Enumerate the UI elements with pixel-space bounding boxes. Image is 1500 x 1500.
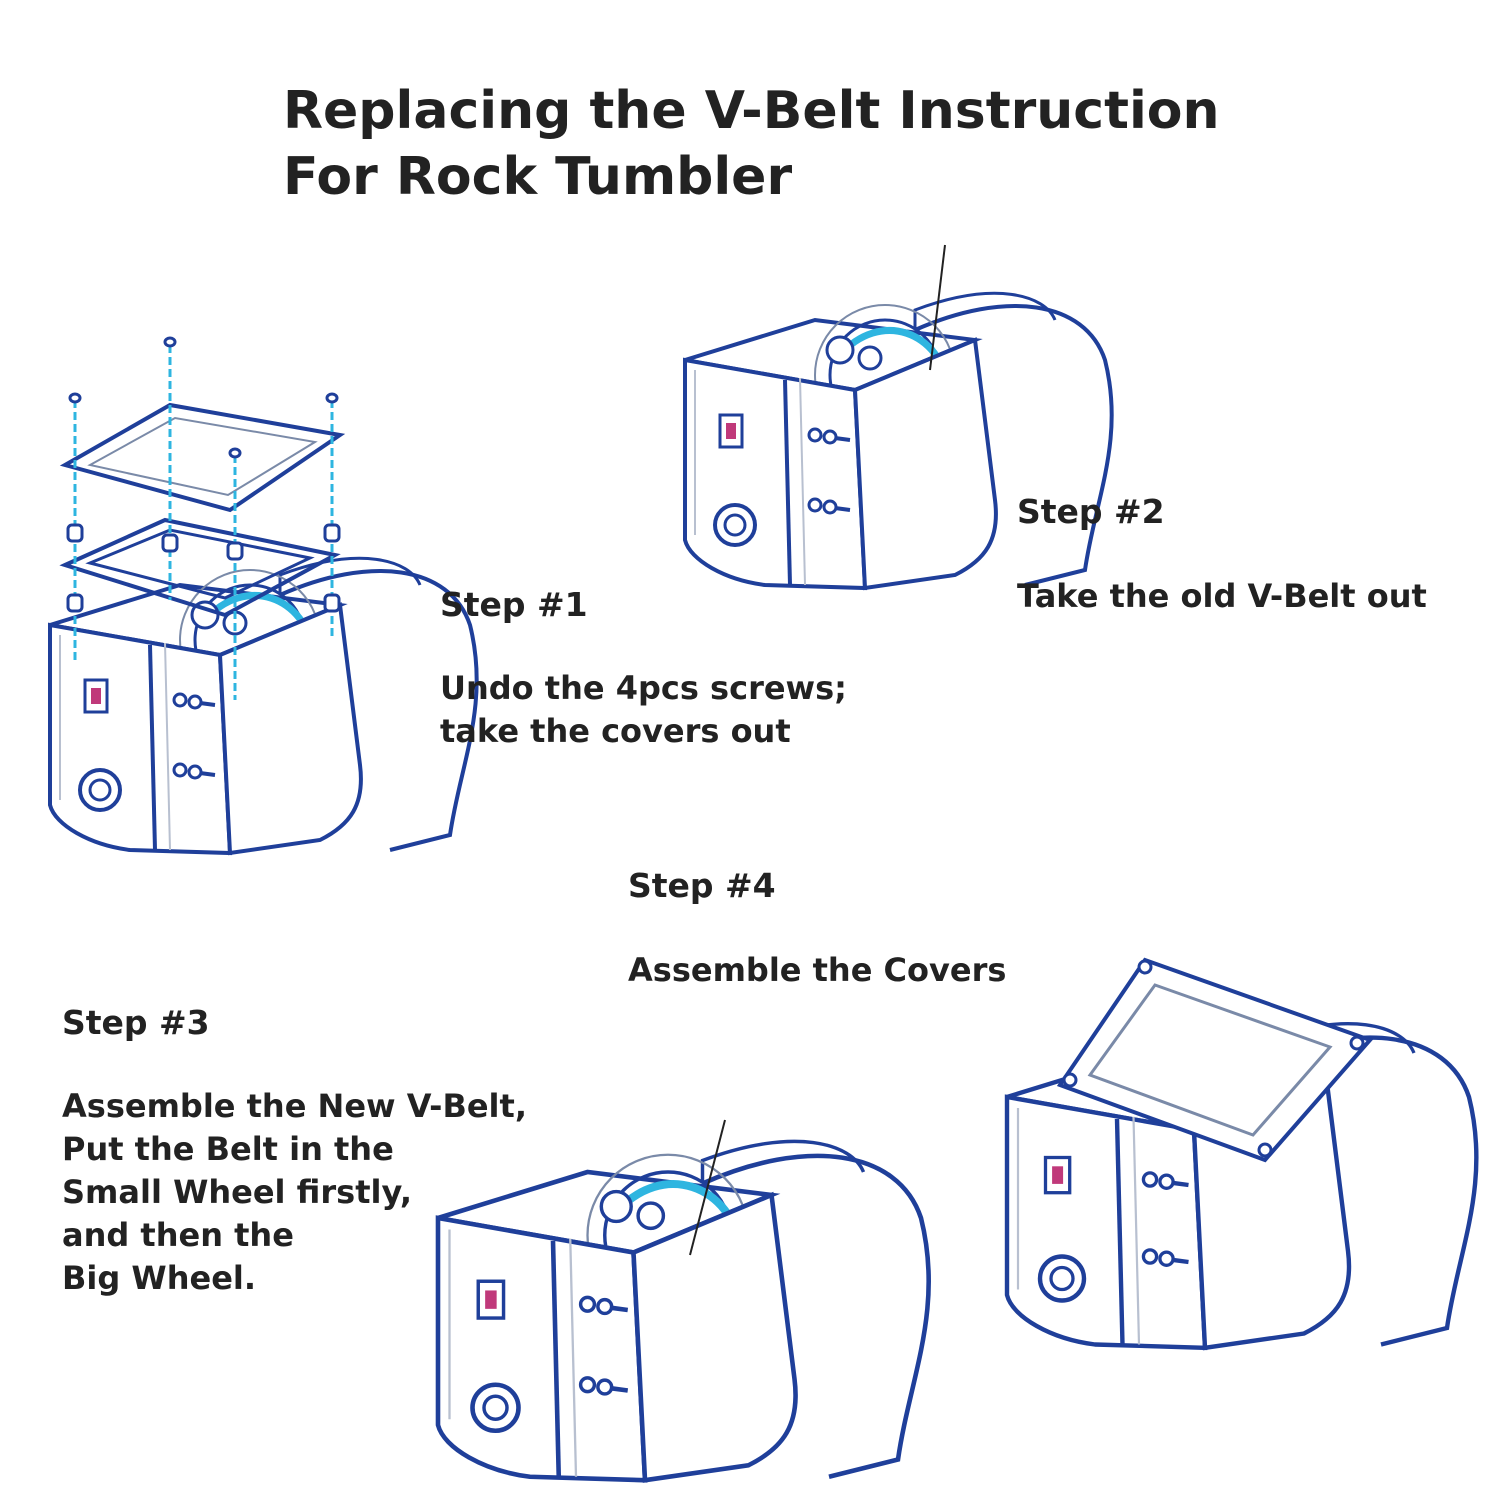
step-1: Step #1 Undo the 4pcs screws; take the c… — [440, 585, 847, 753]
step-1-illustration — [30, 330, 430, 850]
title-line-2: For Rock Tumbler — [283, 147, 793, 207]
step-1-heading: Step #1 — [440, 585, 588, 624]
tumbler-body — [50, 558, 477, 853]
step-3-heading: Step #3 — [62, 1003, 210, 1042]
step-4-illustration — [985, 925, 1395, 1345]
top-cover — [65, 405, 340, 510]
step-2: Step #2 Take the old V-Belt out — [1017, 492, 1427, 618]
step-2-body: Take the old V-Belt out — [1017, 577, 1427, 615]
pointer-arrow — [690, 1120, 725, 1255]
step-4-body: Assemble the Covers — [628, 951, 1007, 989]
step-3-body: Assemble the New V-Belt, Put the Belt in… — [62, 1087, 527, 1297]
step-3: Step #3 Assemble the New V-Belt, Put the… — [62, 1003, 527, 1300]
step-3-illustration — [415, 1080, 835, 1480]
gasket-frame — [65, 520, 335, 615]
step-4-heading: Step #4 — [628, 866, 776, 905]
title-line-1: Replacing the V-Belt Instruction — [283, 81, 1220, 141]
step-2-illustration — [665, 240, 1025, 600]
page-title: Replacing the V-Belt Instruction For Roc… — [283, 78, 1220, 210]
pointer-arrow — [930, 245, 945, 370]
assembled-cover — [1060, 960, 1370, 1160]
screws — [68, 338, 339, 700]
step-4: Step #4 Assemble the Covers — [628, 866, 1006, 992]
step-1-body: Undo the 4pcs screws; take the covers ou… — [440, 669, 847, 750]
step-2-heading: Step #2 — [1017, 492, 1165, 531]
